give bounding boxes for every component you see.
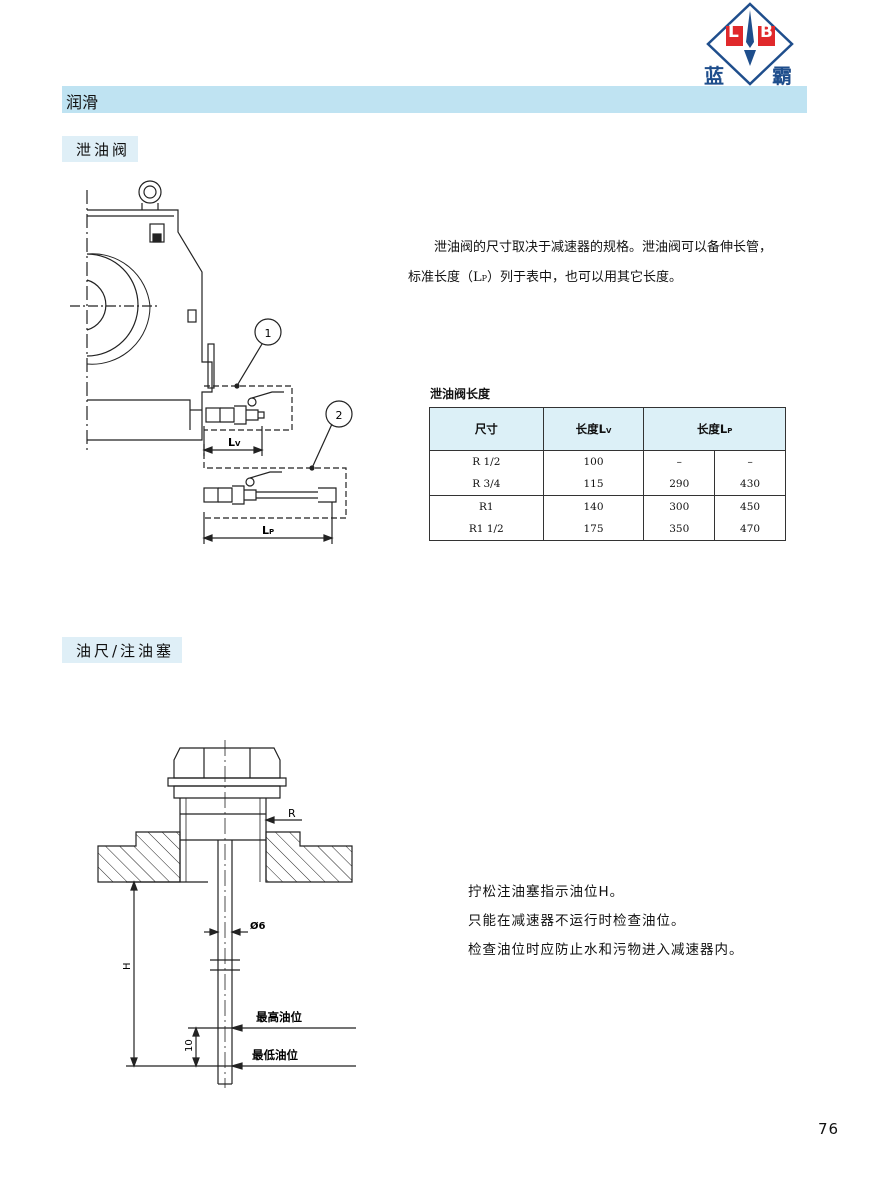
cell-lp1: 300 bbox=[643, 495, 716, 518]
drain-valve-drawing: 1 2 LV LP bbox=[70, 180, 353, 544]
page-number: 76 bbox=[818, 1120, 840, 1138]
cell-size: R 1/2 bbox=[429, 450, 544, 473]
table-row: R1 140 300 450 bbox=[429, 495, 786, 518]
cell-lp1: 290 bbox=[643, 473, 716, 496]
dipstick-note-3: 检查油位时应防止水和污物进入减速器内。 bbox=[468, 942, 744, 958]
header-lv: 长度LV bbox=[542, 407, 645, 451]
header-size: 尺寸 bbox=[429, 407, 544, 451]
dipstick-notes: 拧松注油塞指示油位H。 只能在减速器不运行时检查油位。 检查油位时应防止水和污物… bbox=[468, 878, 808, 965]
label-diameter: Ø6 bbox=[250, 920, 266, 932]
callout-2-label: 2 bbox=[336, 409, 343, 422]
cell-lv: 100 bbox=[543, 450, 645, 473]
label-max-oil-level: 最高油位 bbox=[256, 1010, 302, 1024]
dipstick-tag: 油尺/注油塞 bbox=[62, 637, 183, 663]
dipstick-note-1: 拧松注油塞指示油位H。 bbox=[468, 884, 625, 900]
cell-lv: 140 bbox=[543, 495, 645, 518]
cell-lp1: 350 bbox=[643, 518, 716, 541]
drain-valve-tag: 泄油阀 bbox=[62, 136, 139, 162]
cell-size: R1 1/2 bbox=[429, 518, 544, 541]
logo-letter-l: L bbox=[728, 22, 739, 42]
cell-size: R 3/4 bbox=[429, 473, 544, 496]
cell-lp2: – bbox=[747, 456, 753, 468]
drain-valve-length-table: 尺寸 长度LV 长度LP R 1/2 100 – – R 3/4 115 290… bbox=[429, 407, 786, 541]
cell-lp2: 430 bbox=[714, 473, 786, 496]
cell-size: R1 bbox=[429, 495, 544, 518]
logo-name-left: 蓝 bbox=[704, 64, 724, 88]
section-title: 润滑 bbox=[66, 93, 99, 112]
header-lp: 长度LP bbox=[643, 407, 786, 451]
label-h: H bbox=[122, 962, 133, 970]
drain-valve-description: 泄油阀的尺寸取决于减速器的规格。泄油阀可以备伸长管， 标准长度（LP）列于表中，… bbox=[408, 233, 808, 294]
cell-lp1: – bbox=[643, 450, 716, 473]
cell-lv: 175 bbox=[543, 518, 645, 541]
dim-lv-label: LV bbox=[228, 436, 241, 449]
table-row: R 3/4 115 290 430 bbox=[429, 473, 786, 496]
dipstick-drawing: R Ø6 H 10 最高油位 最低油位 bbox=[97, 740, 356, 1088]
table-caption: 泄油阀长度 bbox=[430, 387, 491, 401]
dipstick-note-2: 只能在减速器不运行时检查油位。 bbox=[468, 913, 686, 929]
label-10: 10 bbox=[184, 1039, 195, 1052]
section-header-bar bbox=[62, 86, 807, 113]
description-line-2: 标准长度（LP）列于表中，也可以用其它长度。 bbox=[408, 270, 683, 285]
label-min-oil-level: 最低油位 bbox=[252, 1048, 298, 1062]
table-row: R 1/2 100 – – bbox=[429, 450, 786, 473]
cell-lp2: 450 bbox=[740, 501, 761, 513]
cell-lp2: 470 bbox=[714, 518, 786, 541]
cell-lv: 115 bbox=[543, 473, 645, 496]
brand-logo: L B 蓝 霸 bbox=[704, 2, 796, 88]
dim-lp-label: LP bbox=[262, 524, 274, 537]
label-r: R bbox=[288, 807, 296, 820]
table-row: R1 1/2 175 350 470 bbox=[429, 518, 786, 541]
description-line-1: 泄油阀的尺寸取决于减速器的规格。泄油阀可以备伸长管， bbox=[434, 240, 773, 255]
logo-letter-b: B bbox=[760, 22, 773, 42]
callout-1-label: 1 bbox=[265, 327, 272, 340]
logo-name-right: 霸 bbox=[772, 64, 792, 88]
logo-diamond-icon bbox=[706, 2, 794, 86]
